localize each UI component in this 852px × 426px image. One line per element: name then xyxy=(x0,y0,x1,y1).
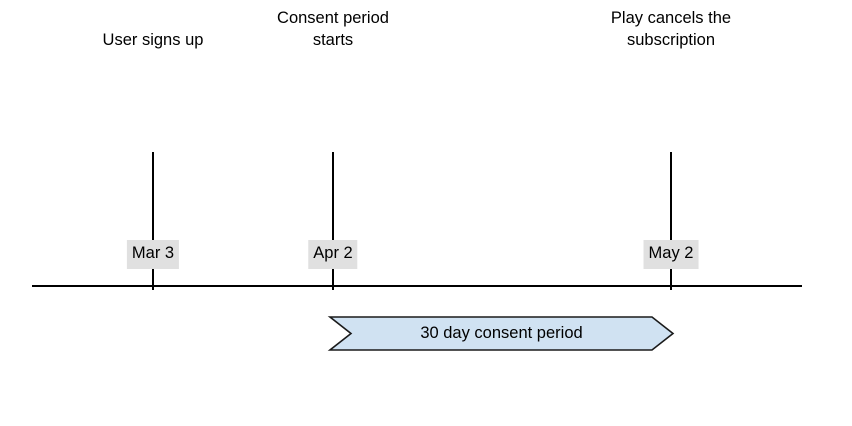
event-stem-line xyxy=(332,152,334,290)
consent-period-banner: 30 day consent period xyxy=(327,316,675,351)
event-caption: User signs up xyxy=(102,31,204,50)
event-stem-line xyxy=(152,152,154,290)
timeline-axis xyxy=(32,285,802,287)
event-caption: Consent period starts xyxy=(277,9,389,50)
ribbon-arrow-shape xyxy=(327,316,675,351)
event-caption: Play cancels the subscription xyxy=(610,9,732,50)
event-stem-line xyxy=(670,152,672,290)
event-date-label: May 2 xyxy=(643,240,699,269)
event-date-label: Apr 2 xyxy=(308,240,358,269)
event-date-label: Mar 3 xyxy=(126,240,180,269)
